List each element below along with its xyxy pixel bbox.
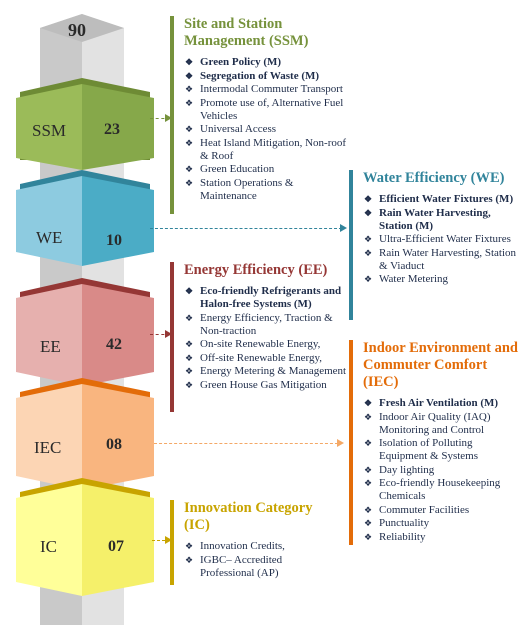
panel-ssm-item: Green Education — [184, 163, 352, 176]
panel-ssm-list: Green Policy (M)Segregation of Waste (M)… — [184, 56, 352, 203]
panel-iec-list: Fresh Air Ventilation (M)Indoor Air Qual… — [363, 397, 519, 544]
panel-iec-item: Fresh Air Ventilation (M) — [363, 397, 519, 410]
band-iec-shape — [16, 378, 154, 490]
panel-ee: Energy Efficiency (EE) Eco-friendly Refr… — [170, 262, 352, 412]
panel-we-item: Efficient Water Fixtures (M) — [363, 193, 519, 206]
panel-iec-item: Eco-friendly Housekeeping Chemicals — [363, 477, 519, 503]
band-we-shape — [16, 170, 154, 266]
panel-iec-item: Isolation of Polluting Equipment & Syste… — [363, 437, 519, 463]
connector-ic-arrowhead — [165, 536, 172, 544]
connector-ee — [150, 334, 170, 335]
band-we-label: WE — [36, 228, 63, 247]
band-ssm-label: SSM — [32, 121, 67, 140]
panel-ic: Innovation Category (IC) Innovation Cred… — [170, 500, 334, 585]
panel-ee-title: Energy Efficiency (EE) — [184, 262, 328, 278]
panel-ssm-title: Site and Station Management (SSM) — [184, 16, 309, 49]
panel-ee-item: Green House Gas Mitigation — [184, 379, 352, 392]
panel-ee-item: Eco-friendly Refrigerants and Halon-free… — [184, 285, 352, 311]
panel-iec-item: Day lighting — [363, 464, 519, 477]
panel-ic-title: Innovation Category (IC) — [184, 500, 313, 533]
panel-ee-item: On-site Renewable Energy, — [184, 338, 352, 351]
band-ssm-shape — [16, 78, 154, 170]
band-ic-label: IC — [40, 537, 57, 556]
panel-iec-item: Punctuality — [363, 517, 519, 530]
band-iec-label: IEC — [34, 438, 62, 457]
panel-ic-item: Innovation Credits, — [184, 540, 334, 553]
panel-we-list: Efficient Water Fixtures (M)Rain Water H… — [363, 193, 519, 286]
total-points: 90 — [68, 20, 86, 40]
panel-ssm-item: Universal Access — [184, 123, 352, 136]
panel-ee-item: Energy Efficiency, Traction & Non-tracti… — [184, 312, 352, 338]
panel-ee-item: Off-site Renewable Energy, — [184, 352, 352, 365]
panel-ssm-item: Promote use of, Alternative Fuel Vehicle… — [184, 97, 352, 123]
band-ic-shape — [16, 478, 154, 596]
panel-ic-list: Innovation Credits,IGBC– Accredited Prof… — [184, 540, 334, 580]
band-we-value: 10 — [106, 232, 122, 249]
connector-ssm-arrowhead — [165, 114, 172, 122]
panel-ee-item: Energy Metering & Management — [184, 365, 352, 378]
connector-we — [150, 228, 342, 229]
panel-ssm-item: Intermodal Commuter Transport — [184, 83, 352, 96]
panel-we-title: Water Efficiency (WE) — [363, 170, 505, 186]
connector-we-arrowhead — [340, 224, 347, 232]
band-iec-value: 08 — [106, 436, 122, 453]
panel-ssm-item: Segregation of Waste (M) — [184, 70, 352, 83]
panel-we: Water Efficiency (WE) Efficient Water Fi… — [349, 170, 519, 320]
panel-iec: Indoor Environment and Commuter Comfort … — [349, 340, 519, 545]
panel-we-item: Rain Water Harvesting, Station (M) — [363, 207, 519, 233]
panel-we-item: Water Metering — [363, 273, 519, 286]
panel-ssm-item: Green Policy (M) — [184, 56, 352, 69]
connector-iec — [154, 443, 338, 444]
panel-ic-item: IGBC– Accredited Professional (AP) — [184, 554, 334, 580]
panel-we-item: Ultra-Efficient Water Fixtures — [363, 233, 519, 246]
band-ee-value: 42 — [106, 336, 122, 353]
panel-we-item: Rain Water Harvesting, Station & Viaduct — [363, 247, 519, 273]
band-ssm-value: 23 — [104, 121, 120, 138]
band-ic-value: 07 — [108, 538, 124, 555]
connector-ssm — [150, 118, 170, 119]
panel-ee-list: Eco-friendly Refrigerants and Halon-free… — [184, 285, 352, 392]
band-ee-label: EE — [40, 337, 61, 356]
band-ee-shape — [16, 278, 154, 386]
panel-ssm-item: Station Operations & Maintenance — [184, 177, 352, 203]
connector-ee-arrowhead — [165, 330, 172, 338]
panel-ssm-item: Heat Island Mitigation, Non-roof & Roof — [184, 137, 352, 163]
panel-ssm: Site and Station Management (SSM) Green … — [170, 16, 352, 214]
panel-iec-item: Reliability — [363, 531, 519, 544]
connector-iec-arrowhead — [337, 439, 344, 447]
panel-iec-item: Indoor Air Quality (IAQ) Monitoring and … — [363, 411, 519, 437]
panel-iec-item: Commuter Facilities — [363, 504, 519, 517]
connector-ic — [152, 540, 170, 541]
panel-iec-title: Indoor Environment and Commuter Comfort … — [363, 340, 518, 390]
